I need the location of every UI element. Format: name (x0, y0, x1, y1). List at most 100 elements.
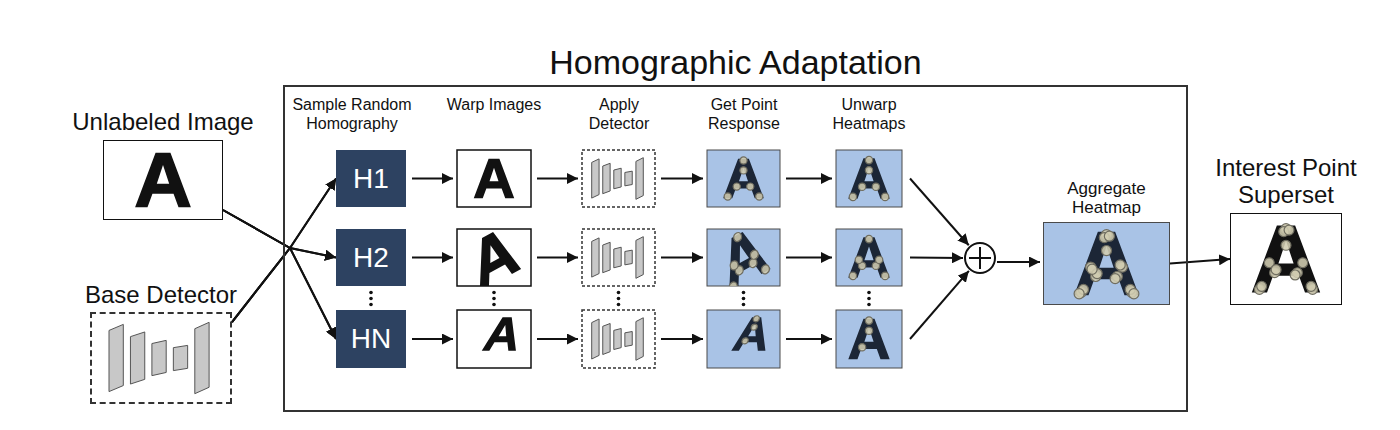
warped-image (457, 310, 531, 368)
letter-shape (731, 317, 774, 350)
warped-image (457, 150, 531, 207)
node-label: H2 (353, 242, 389, 274)
letter-glyph (731, 316, 774, 351)
flow-arrow (537, 257, 578, 259)
flow-arrow (786, 178, 832, 180)
ellipsis-dot (742, 291, 746, 295)
network-layer (614, 247, 621, 268)
clip-group (731, 316, 774, 351)
detector-icon (582, 229, 655, 286)
node-heading: Unlabeled Image (48, 108, 278, 136)
interest-point (865, 327, 872, 334)
ellipsis-dot (867, 291, 871, 295)
interest-point (1306, 281, 1316, 291)
interest-point (728, 280, 738, 286)
interest-point (740, 157, 747, 164)
clip-group (467, 229, 521, 286)
network-layer (173, 345, 187, 370)
interest-point (1110, 274, 1120, 284)
interest-point (749, 249, 759, 261)
heatmap-frame: Aggregate Heatmap (1043, 222, 1170, 305)
detector-icon (582, 150, 655, 207)
interest-point (849, 193, 856, 200)
interest-point (855, 256, 862, 263)
homography-box: H2 (336, 229, 406, 286)
interest-point (747, 183, 754, 190)
interest-point (858, 344, 865, 351)
node-heading: Interest Point Superset (1204, 154, 1369, 209)
flow-arrow (661, 178, 703, 180)
interest-point (875, 256, 882, 263)
node-heading: Homographic Adaptation (476, 43, 996, 82)
flow-arrow (786, 257, 832, 259)
flow-arrow (412, 338, 453, 340)
ellipsis-dot (617, 303, 621, 307)
interest-point (761, 263, 771, 275)
network-layer (636, 318, 643, 361)
image-ground (103, 140, 223, 220)
network-layer (625, 171, 632, 186)
interest-point (881, 272, 888, 279)
flow-arrow (910, 179, 969, 246)
letter-shape (716, 229, 770, 286)
node-heading: Aggregate Heatmap (1047, 179, 1167, 218)
flow-connector (223, 210, 336, 339)
interest-point (756, 193, 763, 200)
network-layer (109, 324, 123, 391)
interest-point (865, 317, 872, 324)
letter-glyph (848, 235, 889, 279)
letter-glyph (848, 156, 889, 200)
interest-point (750, 324, 758, 330)
network-layer (592, 319, 599, 359)
ellipsis-dot (867, 303, 871, 307)
letter-glyph (135, 153, 191, 208)
clip-group (723, 157, 764, 200)
network-layer (636, 237, 643, 279)
heatmap (836, 229, 902, 286)
interest-point (865, 156, 872, 163)
ellipsis-dot (492, 297, 496, 301)
flow-arrow (910, 271, 969, 339)
flow-arrow (537, 178, 578, 180)
process-box: Homographic AdaptationH1H2HNAggregate He… (283, 85, 1188, 412)
flow-connector (223, 210, 336, 258)
letter-shape (1252, 226, 1320, 293)
letter-shape (1074, 232, 1139, 295)
interest-point (1257, 281, 1267, 291)
interest-point (740, 167, 747, 174)
heatmap (836, 150, 902, 207)
letter-glyph (1074, 230, 1139, 299)
heatmap (836, 310, 902, 368)
interest-point (858, 183, 865, 190)
clip-group (716, 229, 771, 286)
ellipsis-dot (617, 291, 621, 295)
column-heading: Warp Images (444, 95, 544, 114)
detector-icon (582, 310, 655, 368)
letter-glyph (848, 317, 889, 359)
sum-symbol-cross (969, 247, 991, 269)
interest-point (1284, 225, 1294, 235)
interest-point (733, 183, 740, 190)
flow-arrow (997, 261, 1040, 263)
network-layer (636, 158, 643, 200)
letter-glyph (467, 229, 521, 286)
sum-symbol (965, 243, 995, 273)
clip-group (848, 317, 889, 359)
network-layer (625, 250, 632, 265)
interest-point (1087, 264, 1097, 274)
clip-group (474, 159, 515, 199)
interest-point (865, 167, 872, 174)
network-layer (614, 168, 621, 189)
column-heading: Unwarp Heatmaps (819, 95, 919, 133)
ellipsis-dot (742, 297, 746, 301)
interest-point (1101, 246, 1111, 256)
network-layer (625, 332, 632, 347)
node-heading: Base Detector (61, 281, 261, 309)
network-layer (603, 163, 610, 193)
image-frame: Unlabeled Image (103, 140, 223, 220)
heatmap (707, 150, 780, 207)
interest-point (1115, 260, 1125, 270)
node-label: HN (351, 323, 391, 355)
interest-point (741, 338, 749, 344)
